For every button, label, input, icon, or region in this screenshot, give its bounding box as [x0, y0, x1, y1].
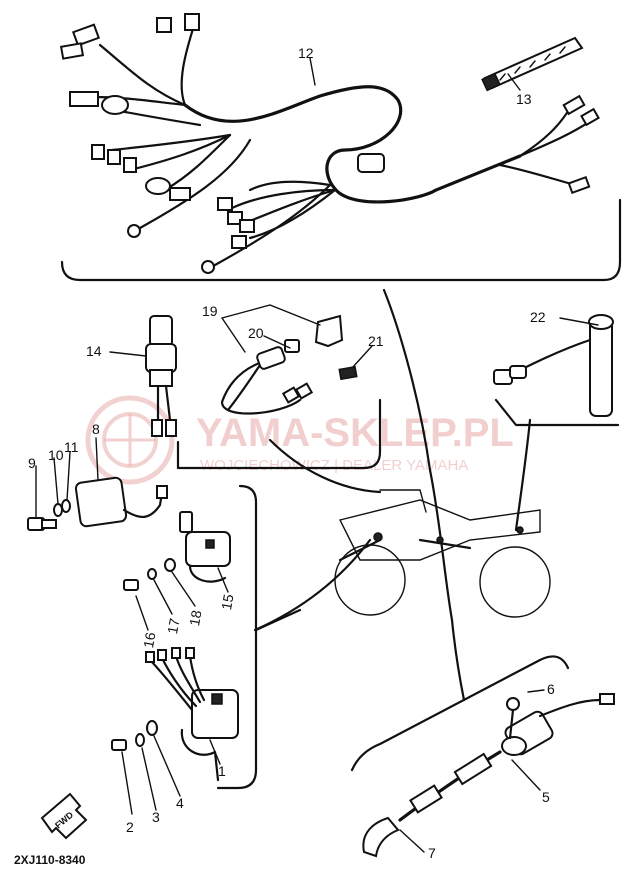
part-label-21: 21	[368, 333, 384, 349]
part-labels: 1 2 3 4 5 6 7 8 9 10 11 12 13 14 15 16 1…	[28, 45, 555, 861]
part-label-2: 2	[126, 819, 134, 835]
part-label-22: 22	[530, 309, 546, 325]
grip-panel	[493, 314, 620, 427]
part-label-14: 14	[86, 343, 102, 359]
part-label-17: 17	[164, 617, 182, 635]
vehicle-outline	[253, 288, 551, 702]
part-label-7: 7	[428, 845, 436, 861]
part-label-19: 19	[202, 303, 218, 319]
ignition-group	[27, 437, 302, 815]
part-label-1: 1	[218, 763, 226, 779]
diagram-code: 2XJ110-8340	[14, 853, 86, 867]
watermark-subtitle: WOJCIECHOWICZ | DEALER YAMAHA	[200, 457, 468, 474]
wire-harness-assembly	[59, 13, 622, 282]
part-label-6: 6	[547, 681, 555, 697]
part-label-8: 8	[92, 421, 100, 437]
part-label-10: 10	[48, 447, 64, 463]
part-label-13: 13	[516, 91, 532, 107]
watermark-logo	[85, 395, 175, 485]
part-label-11: 11	[64, 439, 79, 455]
watermark-brand: YAMA-SKLEP.PL	[196, 411, 514, 455]
switch-and-cap-panel	[109, 304, 382, 470]
harness-panel-frame	[60, 198, 622, 282]
part-label-4: 4	[176, 795, 184, 811]
part-label-18: 18	[186, 609, 204, 627]
fwd-direction-marker: FWD	[40, 792, 88, 840]
part-label-3: 3	[152, 809, 160, 825]
part-label-9: 9	[28, 455, 36, 471]
watermark: YAMA-SKLEP.PL WOJCIECHOWICZ | DEALER YAM…	[85, 395, 514, 485]
part-label-15: 15	[218, 593, 236, 611]
part-label-16: 16	[140, 631, 158, 649]
starter-panel	[350, 655, 615, 858]
part-label-20: 20	[248, 325, 264, 341]
part-label-12: 12	[298, 45, 314, 61]
part-label-5: 5	[542, 789, 550, 805]
